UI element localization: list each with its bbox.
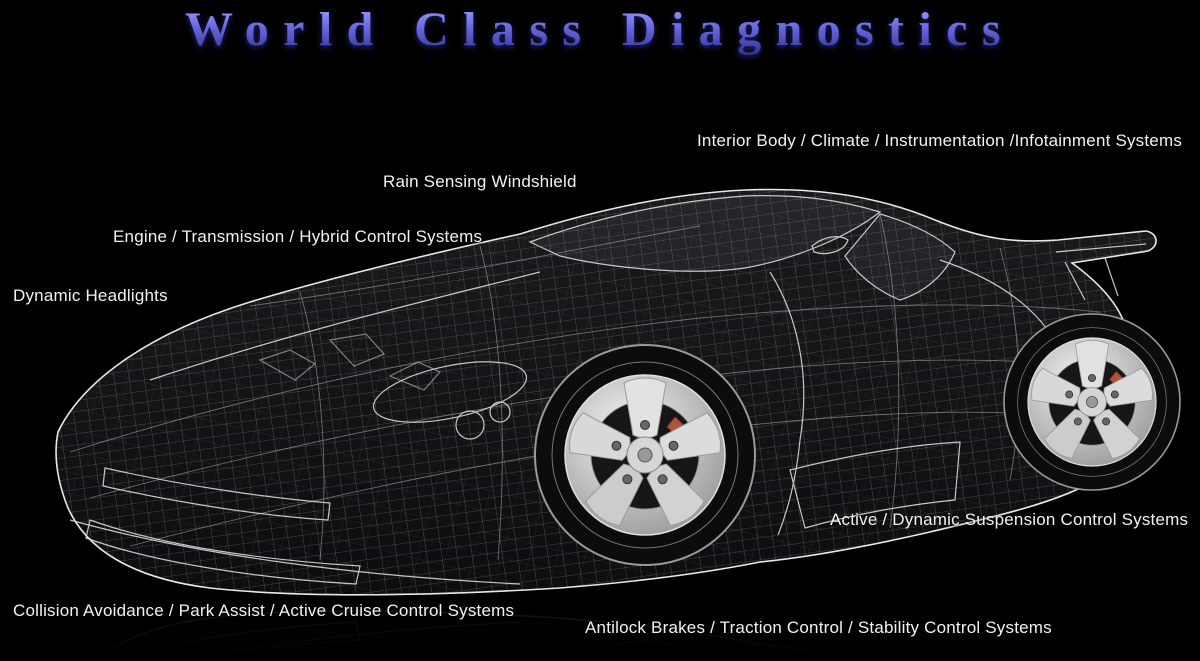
reflection-fade bbox=[0, 598, 1200, 661]
label-suspension-control: Active / Dynamic Suspension Control Syst… bbox=[830, 510, 1189, 529]
label-antilock-brakes: Antilock Brakes / Traction Control / Sta… bbox=[585, 618, 1052, 637]
rear-wheel bbox=[1003, 313, 1181, 491]
label-engine-transmission: Engine / Transmission / Hybrid Control S… bbox=[113, 227, 483, 246]
front-wheel bbox=[534, 344, 756, 566]
label-dynamic-headlights: Dynamic Headlights bbox=[13, 286, 168, 305]
panel-details bbox=[69, 195, 1147, 585]
car-body-group bbox=[55, 188, 1181, 596]
label-interior-systems: Interior Body / Climate / Instrumentatio… bbox=[697, 131, 1183, 150]
label-rain-sensing-windshield: Rain Sensing Windshield bbox=[383, 172, 577, 191]
label-collision-avoidance: Collision Avoidance / Park Assist / Acti… bbox=[13, 601, 515, 620]
page-title: World Class Diagnostics bbox=[0, 2, 1200, 57]
